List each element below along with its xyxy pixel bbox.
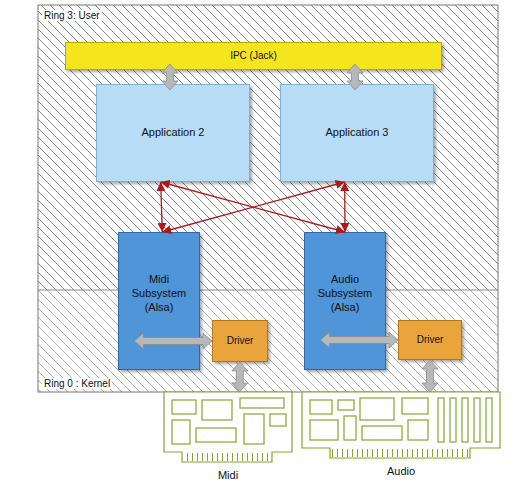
slot: [462, 398, 468, 442]
slot: [450, 398, 456, 442]
chip: [310, 400, 332, 414]
hardware-card: Audio: [302, 392, 500, 458]
node-text: IPC (Jack): [230, 50, 277, 63]
card-board: [164, 392, 292, 462]
driver-box: Driver: [398, 320, 462, 360]
ring-outline: [38, 5, 498, 392]
data-flow-arrow: [162, 182, 344, 232]
interface-arrow: [162, 64, 178, 90]
chip: [196, 428, 236, 442]
data-flow-arrow: [161, 182, 163, 232]
node-text: Audio Subsystem (Alsa): [312, 273, 378, 314]
application-box: Application 3: [280, 84, 434, 182]
ring-label: Ring 3: User: [42, 10, 102, 21]
chip: [244, 414, 264, 444]
chip: [202, 400, 232, 420]
kernel-ring-hatch: [38, 290, 498, 392]
subsystem-box: Midi Subsystem (Alsa): [118, 232, 200, 370]
slot: [438, 398, 444, 442]
data-flow-arrow: [344, 182, 346, 232]
node-text: Application 2: [142, 126, 205, 140]
ring-divider: [38, 290, 498, 291]
chip: [172, 420, 190, 444]
chip: [270, 414, 286, 426]
data-flow-arrow: [161, 182, 345, 232]
chip: [338, 400, 354, 410]
node-text: Midi: [164, 469, 292, 483]
node-text: Driver: [227, 335, 254, 348]
chip: [362, 426, 402, 440]
node-text: Driver: [417, 334, 444, 347]
application-box: Application 2: [96, 84, 250, 182]
node-text: Application 3: [326, 126, 389, 140]
audio-card-drawing: [302, 392, 500, 458]
interface-arrow: [320, 332, 398, 348]
interface-arrow: [347, 64, 363, 90]
interface-arrow: [232, 362, 248, 392]
edge-pins: [184, 453, 270, 461]
ring-label: Ring 0 : Kernel: [42, 378, 112, 389]
slot: [486, 398, 492, 442]
slot: [474, 398, 480, 442]
hardware-card: Midi: [164, 392, 292, 462]
subsystem-box: Audio Subsystem (Alsa): [304, 232, 386, 370]
card-board: [302, 392, 500, 458]
chip: [408, 420, 428, 440]
ipc-bar: IPC (Jack): [65, 42, 442, 70]
chip: [310, 420, 338, 440]
chip: [240, 398, 284, 408]
node-text: Audio: [302, 465, 500, 479]
edge-pins: [332, 449, 468, 457]
kernel-ring-ground: [38, 290, 498, 392]
chip: [344, 416, 356, 440]
user-ring-ground: [38, 5, 498, 290]
midi-card-drawing: [164, 392, 292, 462]
node-text: Midi Subsystem (Alsa): [126, 273, 192, 314]
interface-arrow: [422, 360, 438, 392]
chip: [402, 398, 428, 414]
chip: [172, 400, 196, 414]
user-ring-hatch: [38, 5, 498, 290]
chip: [360, 398, 394, 420]
driver-box: Driver: [212, 320, 268, 362]
interface-arrow: [134, 333, 212, 349]
